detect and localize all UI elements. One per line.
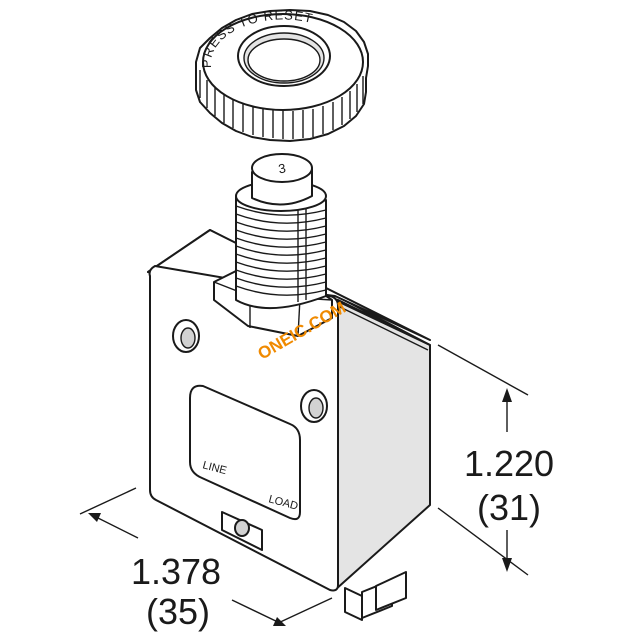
height-dimension: 1.220 (31) <box>437 344 554 576</box>
breaker-body: LINE LOAD <box>147 229 431 592</box>
width-mm: (35) <box>146 591 210 632</box>
width-dimension: 1.378 (35) <box>79 487 333 632</box>
mounting-hole-right <box>300 389 328 423</box>
label-plate: LINE LOAD <box>189 384 301 521</box>
height-mm: (31) <box>477 487 541 528</box>
width-inches: 1.378 <box>131 551 221 592</box>
terminals <box>221 511 407 621</box>
mounting-hole-left <box>172 319 200 353</box>
bushing-assembly: 3 <box>213 153 333 337</box>
button-rating: 3 <box>277 160 287 176</box>
reset-cap: PRESS TO RESET <box>195 7 369 142</box>
height-inches: 1.220 <box>464 443 554 484</box>
